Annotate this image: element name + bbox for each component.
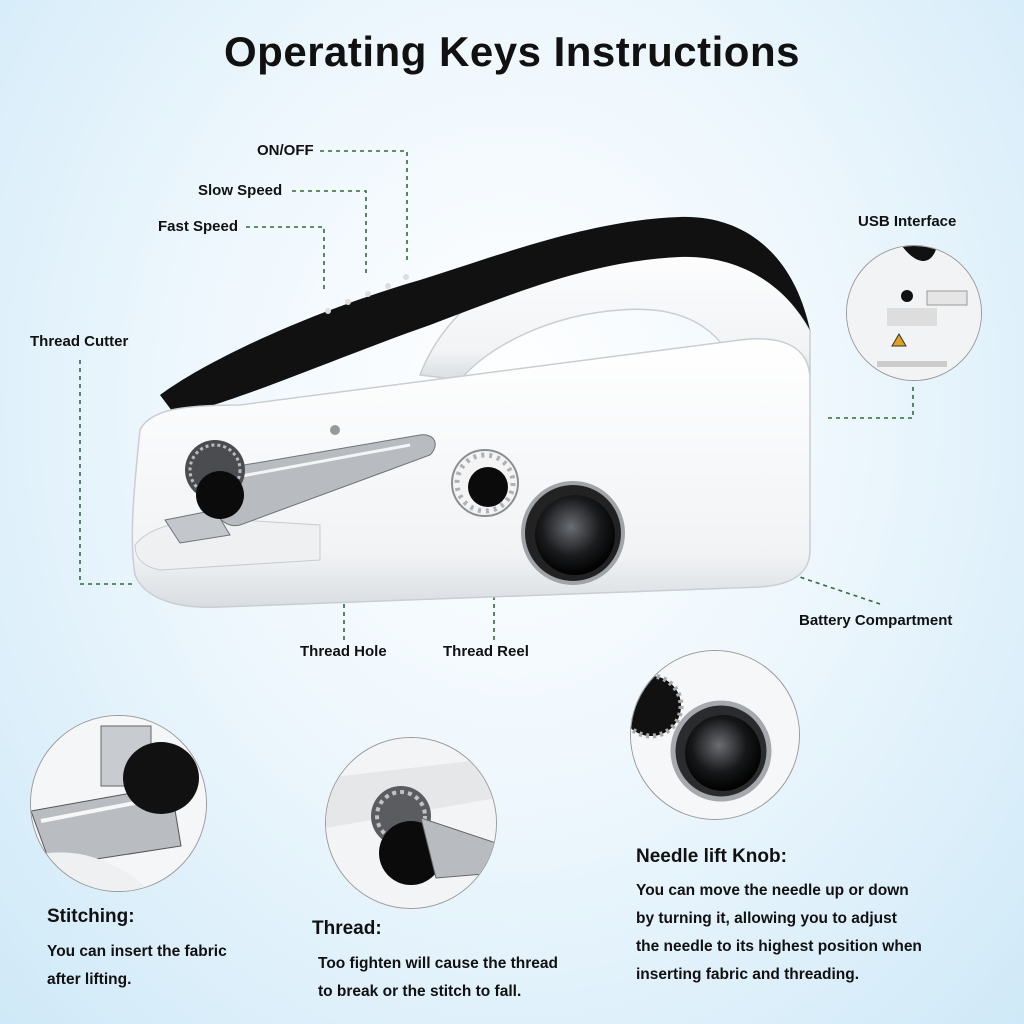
leader-fast-speed xyxy=(246,226,325,290)
needle-lift-line-2: by turning it, allowing you to adjust xyxy=(636,910,897,927)
stitching-line-2: after lifting. xyxy=(47,971,132,988)
presser-foot-closeup xyxy=(30,715,207,892)
sewing-machine-illustration xyxy=(131,216,811,609)
stitching-line-1: You can insert the fabric xyxy=(47,943,227,960)
needle-lift-line-4: inserting fabric and threading. xyxy=(636,966,860,983)
needle-lift-line-3: the needle to its highest position when xyxy=(636,938,922,955)
label-slow-speed: Slow Speed xyxy=(198,182,283,199)
leader-on-off xyxy=(320,150,408,262)
needle-lift-heading: Needle lift Knob: xyxy=(636,846,787,867)
page-title: Operating Keys Instructions xyxy=(224,28,800,75)
leader-thread-cutter xyxy=(79,360,132,585)
thread-reel-closeup xyxy=(325,737,497,909)
needle-lift-line-1: You can move the needle up or down xyxy=(636,882,909,899)
label-battery-compartment: Battery Compartment xyxy=(799,612,953,629)
leader-battery xyxy=(754,561,881,605)
stitching-description: You can insert the fabric after lifting. xyxy=(47,938,227,994)
leader-slow-speed xyxy=(292,190,367,276)
thread-line-2: to break or the stitch to fall. xyxy=(318,983,522,1000)
label-on-off: ON/OFF xyxy=(257,142,314,159)
needle-lift-description: You can move the needle up or down by tu… xyxy=(636,877,922,989)
thread-description: Too fighten will cause the thread to bre… xyxy=(318,950,558,1006)
usb-port-closeup xyxy=(846,245,982,381)
label-thread-hole: Thread Hole xyxy=(300,643,387,660)
label-usb-interface: USB Interface xyxy=(858,213,957,230)
leader-usb xyxy=(826,387,914,419)
thread-heading: Thread: xyxy=(312,918,382,939)
thread-line-1: Too fighten will cause the thread xyxy=(318,955,558,972)
stitching-heading: Stitching: xyxy=(47,906,135,927)
needle-lift-knob-closeup xyxy=(630,650,800,820)
label-thread-cutter: Thread Cutter xyxy=(30,333,129,350)
label-thread-reel: Thread Reel xyxy=(443,643,529,660)
label-fast-speed: Fast Speed xyxy=(158,218,239,235)
